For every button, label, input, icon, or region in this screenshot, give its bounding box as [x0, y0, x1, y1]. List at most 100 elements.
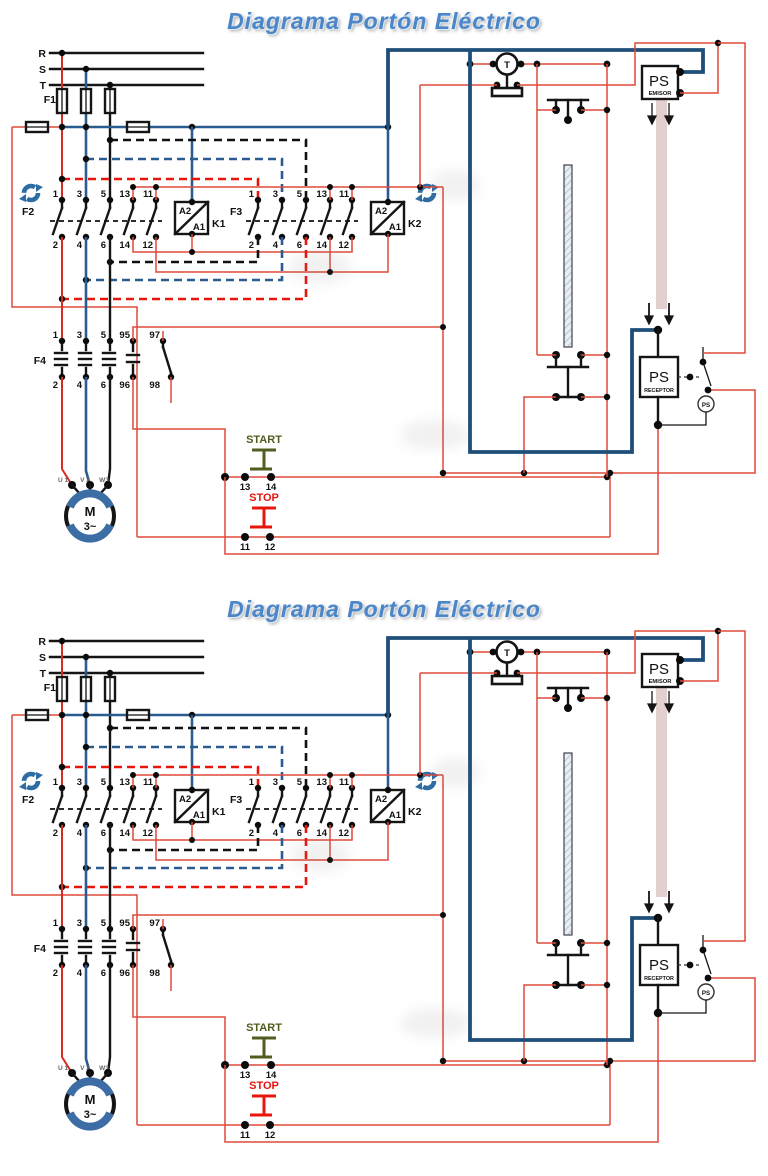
svg-text:4: 4: [273, 240, 279, 251]
svg-text:6: 6: [101, 240, 106, 251]
svg-text:4: 4: [77, 828, 83, 839]
gate-and-limit-switches: [523, 652, 611, 1065]
upper-limit-switch: [537, 686, 607, 712]
f4-terminal-dots: [58, 337, 175, 381]
artifact-smudge: [430, 758, 480, 788]
svg-text:6: 6: [101, 380, 106, 391]
k2-coil-a2: A2: [375, 794, 387, 805]
document: { "title": "Diagrama Portón Eléctrico", …: [11, 8, 756, 1143]
svg-text:14: 14: [316, 828, 327, 839]
svg-text:5: 5: [101, 330, 107, 341]
svg-text:11: 11: [143, 189, 154, 200]
motor-feeders: [61, 235, 112, 343]
k2-poles: [247, 198, 354, 236]
k1-poles: [51, 198, 158, 236]
svg-text:3: 3: [77, 189, 82, 200]
svg-text:5: 5: [101, 918, 107, 929]
svg-text:U 1: U 1: [58, 477, 69, 484]
svg-text:W3: W3: [99, 477, 109, 484]
phase-r-label: R: [38, 48, 46, 60]
timer-label: T: [504, 60, 510, 71]
k2-poles: [247, 786, 354, 824]
k1-label: K1: [212, 218, 226, 230]
svg-text:4: 4: [77, 240, 83, 251]
stop-label: STOP: [249, 1080, 279, 1092]
phase-swap-dashed-top: [58, 724, 308, 788]
receiver-sub: RECEPTOR: [644, 388, 674, 394]
page-title: Diagrama Portón Eléctrico: [227, 8, 541, 34]
f1-label: F1: [44, 94, 56, 106]
ps-contact-label: PS: [702, 402, 710, 409]
timer-label: T: [504, 648, 510, 659]
overload-f4: F4 1 3 5 95 97 2 4 6 96: [34, 912, 446, 1065]
k2-terminal-labels: 1 3 5 13 11 2 4 6 14 12: [249, 777, 350, 839]
timer-t: T: [420, 640, 611, 686]
control-wiring: [224, 977, 756, 1143]
photocell-receiver: PS RECEPTOR: [638, 303, 680, 430]
k1-terminal-labels: 1 3 5 13 11 2 4 6 14 12: [53, 189, 154, 251]
svg-text:11: 11: [240, 1130, 251, 1141]
rotation-icon: [415, 771, 439, 791]
beam-arrows-down: [646, 103, 675, 126]
svg-text:4: 4: [77, 380, 83, 391]
k2-coil: A2 A1 K2: [369, 198, 422, 238]
k1-poles: [51, 786, 158, 824]
svg-text:13: 13: [119, 777, 130, 788]
svg-text:3: 3: [273, 189, 278, 200]
page-1: Diagrama Portón Eléctrico R S T F1: [11, 8, 756, 555]
svg-text:4: 4: [77, 968, 83, 979]
svg-text:95: 95: [119, 330, 130, 341]
k1-coil: A2 A1 K1: [173, 198, 226, 238]
svg-text:11: 11: [143, 777, 154, 788]
svg-text:U 1: U 1: [58, 1065, 69, 1072]
rotation-icon: [19, 183, 43, 203]
svg-text:1: 1: [53, 918, 59, 929]
control-wiring: [224, 389, 756, 555]
svg-text:95: 95: [119, 918, 130, 929]
fuse-f1: F1: [44, 675, 117, 703]
f4-terminal-dots: [58, 925, 175, 969]
svg-text:14: 14: [119, 828, 130, 839]
svg-text:2: 2: [53, 828, 58, 839]
emitter-sub: EMISOR: [649, 91, 673, 97]
emitter-title: PS: [649, 661, 669, 678]
svg-text:11: 11: [240, 542, 251, 553]
svg-text:13: 13: [316, 189, 327, 200]
gate-leaf: [563, 752, 573, 936]
svg-text:3: 3: [77, 330, 82, 341]
artifact-smudge: [290, 838, 350, 872]
photocell-emitter: PS EMISOR: [517, 39, 722, 309]
stop-button: STOP 11 12: [137, 492, 610, 553]
k1-coil-a2: A2: [179, 794, 191, 805]
svg-text:13: 13: [240, 482, 251, 493]
svg-text:12: 12: [338, 828, 349, 839]
fuse-f1: F1: [44, 87, 117, 115]
svg-text:5: 5: [297, 189, 303, 200]
ps-relay-contact: PS: [658, 630, 746, 1014]
svg-text:11: 11: [339, 189, 350, 200]
f3-label: F3: [230, 206, 242, 218]
f4-label: F4: [34, 355, 46, 367]
f2-label: F2: [22, 794, 34, 806]
k2-coil-a2: A2: [375, 206, 387, 217]
svg-text:6: 6: [297, 240, 302, 251]
photocell-receiver: PS RECEPTOR: [638, 891, 680, 1018]
rotation-icon: [19, 771, 43, 791]
svg-text:12: 12: [142, 828, 153, 839]
svg-text:14: 14: [119, 240, 130, 251]
svg-text:96: 96: [119, 380, 130, 391]
contactor-k2: F3 1 3 5 13 11 2 4 6 14: [230, 183, 439, 251]
receiver-sub: RECEPTOR: [644, 976, 674, 982]
svg-text:5: 5: [101, 189, 107, 200]
svg-text:2: 2: [53, 968, 58, 979]
phase-s-label: S: [39, 652, 46, 664]
svg-text:14: 14: [316, 240, 327, 251]
gate-and-limit-switches: [523, 64, 611, 477]
control-supply-bus: [11, 708, 392, 1125]
motor-label: M: [85, 504, 96, 519]
beam-arrows-down: [646, 691, 675, 714]
start-label: START: [246, 434, 282, 446]
motor: U 1 V 2 W3 M 3~: [58, 375, 116, 543]
gate-leaf: [563, 164, 573, 348]
stop-label: STOP: [249, 492, 279, 504]
